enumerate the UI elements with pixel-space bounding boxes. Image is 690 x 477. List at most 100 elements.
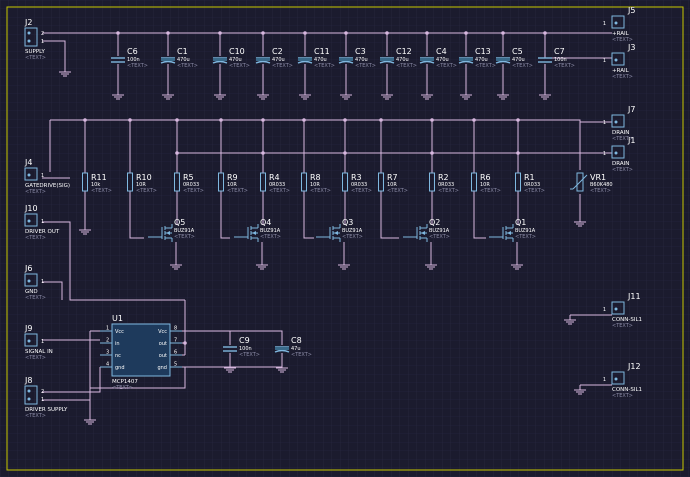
component-ref: C4	[436, 47, 447, 56]
component-label: +RAIL	[612, 68, 630, 74]
connector-pin	[27, 31, 31, 35]
ground-symbol	[214, 94, 226, 100]
component-value: 470u	[355, 57, 368, 63]
component-value: BUZ91A	[260, 228, 281, 234]
component-ref: U1	[112, 314, 123, 323]
component-ref: C8	[291, 336, 302, 345]
capacitor-body	[380, 58, 394, 61]
pin-name: out	[159, 353, 167, 359]
placeholder-text: <TEXT>	[25, 55, 46, 61]
placeholder-text: <TEXT>	[314, 63, 335, 69]
placeholder-text: <TEXT>	[127, 63, 148, 69]
component-ref: R6	[480, 173, 491, 182]
pin-number: 2	[41, 389, 44, 395]
component-ref: J2	[24, 18, 32, 27]
capacitor-plate	[212, 60, 228, 64]
ground-symbol	[162, 94, 174, 100]
component-ref: J11	[627, 292, 641, 301]
component-value: BUZ91A	[342, 228, 363, 234]
resistor-body	[342, 172, 348, 192]
component-label: DRAIN	[612, 130, 629, 136]
placeholder-text: <TEXT>	[475, 63, 496, 69]
junction	[218, 31, 222, 35]
junction	[261, 31, 265, 35]
connector-j5[interactable]: 1J5+RAIL<TEXT>	[603, 6, 636, 43]
placeholder-text: <TEXT>	[136, 188, 157, 194]
resistor-body	[471, 172, 477, 192]
connector-body	[611, 301, 625, 315]
connector-body	[24, 273, 38, 287]
component-ref: Q1	[515, 218, 526, 227]
component-ref: R7	[387, 173, 398, 182]
connector-j3[interactable]: 1J3+RAIL<TEXT>	[603, 43, 636, 80]
placeholder-text: <TEXT>	[351, 188, 372, 194]
ground-symbol	[59, 71, 71, 77]
ground-symbol	[256, 264, 268, 270]
wire	[230, 330, 283, 345]
resistor-body	[515, 172, 521, 192]
component-ref: C2	[272, 47, 283, 56]
junction	[116, 31, 120, 35]
capacitor-plate	[338, 60, 354, 64]
component-label: DRIVER SUPPLY	[25, 407, 68, 413]
ic-u1[interactable]: U1MCP1407<TEXT>Vcc1in2nc3gnd4Vcc8out7out…	[100, 314, 182, 391]
ground-symbol	[574, 389, 586, 395]
placeholder-text: <TEXT>	[590, 188, 611, 194]
connector-body	[24, 213, 38, 227]
component-ref: Q4	[260, 218, 271, 227]
placeholder-text: <TEXT>	[239, 352, 260, 358]
resistor-body	[218, 172, 224, 192]
placeholder-text: <TEXT>	[183, 188, 204, 194]
capacitor-plate	[297, 60, 313, 64]
junction	[464, 31, 468, 35]
ground-symbol	[79, 229, 91, 235]
pin-number: 1	[603, 151, 606, 157]
placeholder-text: <TEXT>	[272, 63, 293, 69]
connector-pin	[614, 307, 618, 311]
capacitor-body	[459, 58, 473, 61]
connector-pin	[614, 21, 618, 25]
pin-name: Vcc	[158, 329, 167, 335]
